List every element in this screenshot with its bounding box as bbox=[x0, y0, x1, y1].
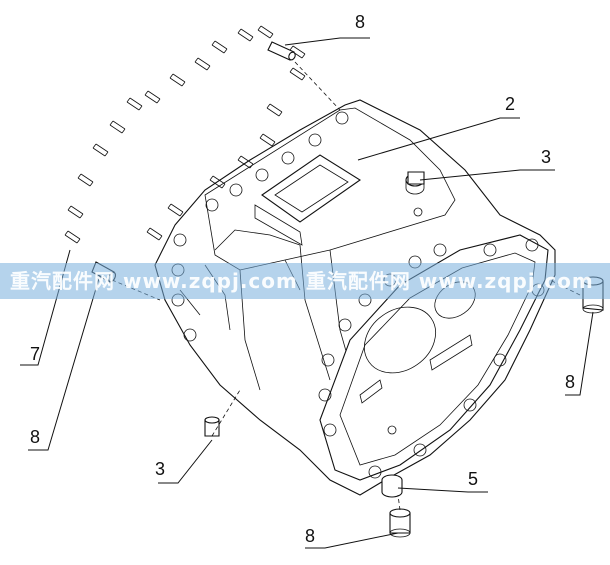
callout-2: 2 bbox=[505, 94, 515, 114]
inspection-window bbox=[254, 154, 361, 246]
watermark-text: 重汽配件网 www.zqpj.com 重汽配件网 www.zqpj.com bbox=[10, 269, 594, 293]
plug-bottom-left bbox=[204, 416, 220, 437]
dowel-pin-top bbox=[267, 41, 296, 61]
callout-8-right: 8 bbox=[565, 372, 575, 392]
drain-plug bbox=[381, 474, 403, 498]
callout-3-right: 3 bbox=[541, 147, 551, 167]
plug-top-right bbox=[407, 171, 425, 185]
callout-7: 7 bbox=[30, 344, 40, 364]
watermark-banner: 重汽配件网 www.zqpj.com 重汽配件网 www.zqpj.com bbox=[0, 263, 610, 299]
callout-5: 5 bbox=[468, 469, 478, 489]
callout-3-bottom: 3 bbox=[155, 459, 165, 479]
callout-8-bottom: 8 bbox=[305, 526, 315, 546]
dowel-pin-bottom bbox=[389, 508, 411, 538]
callout-8-top: 8 bbox=[355, 12, 365, 32]
callout-8-left: 8 bbox=[30, 427, 40, 447]
